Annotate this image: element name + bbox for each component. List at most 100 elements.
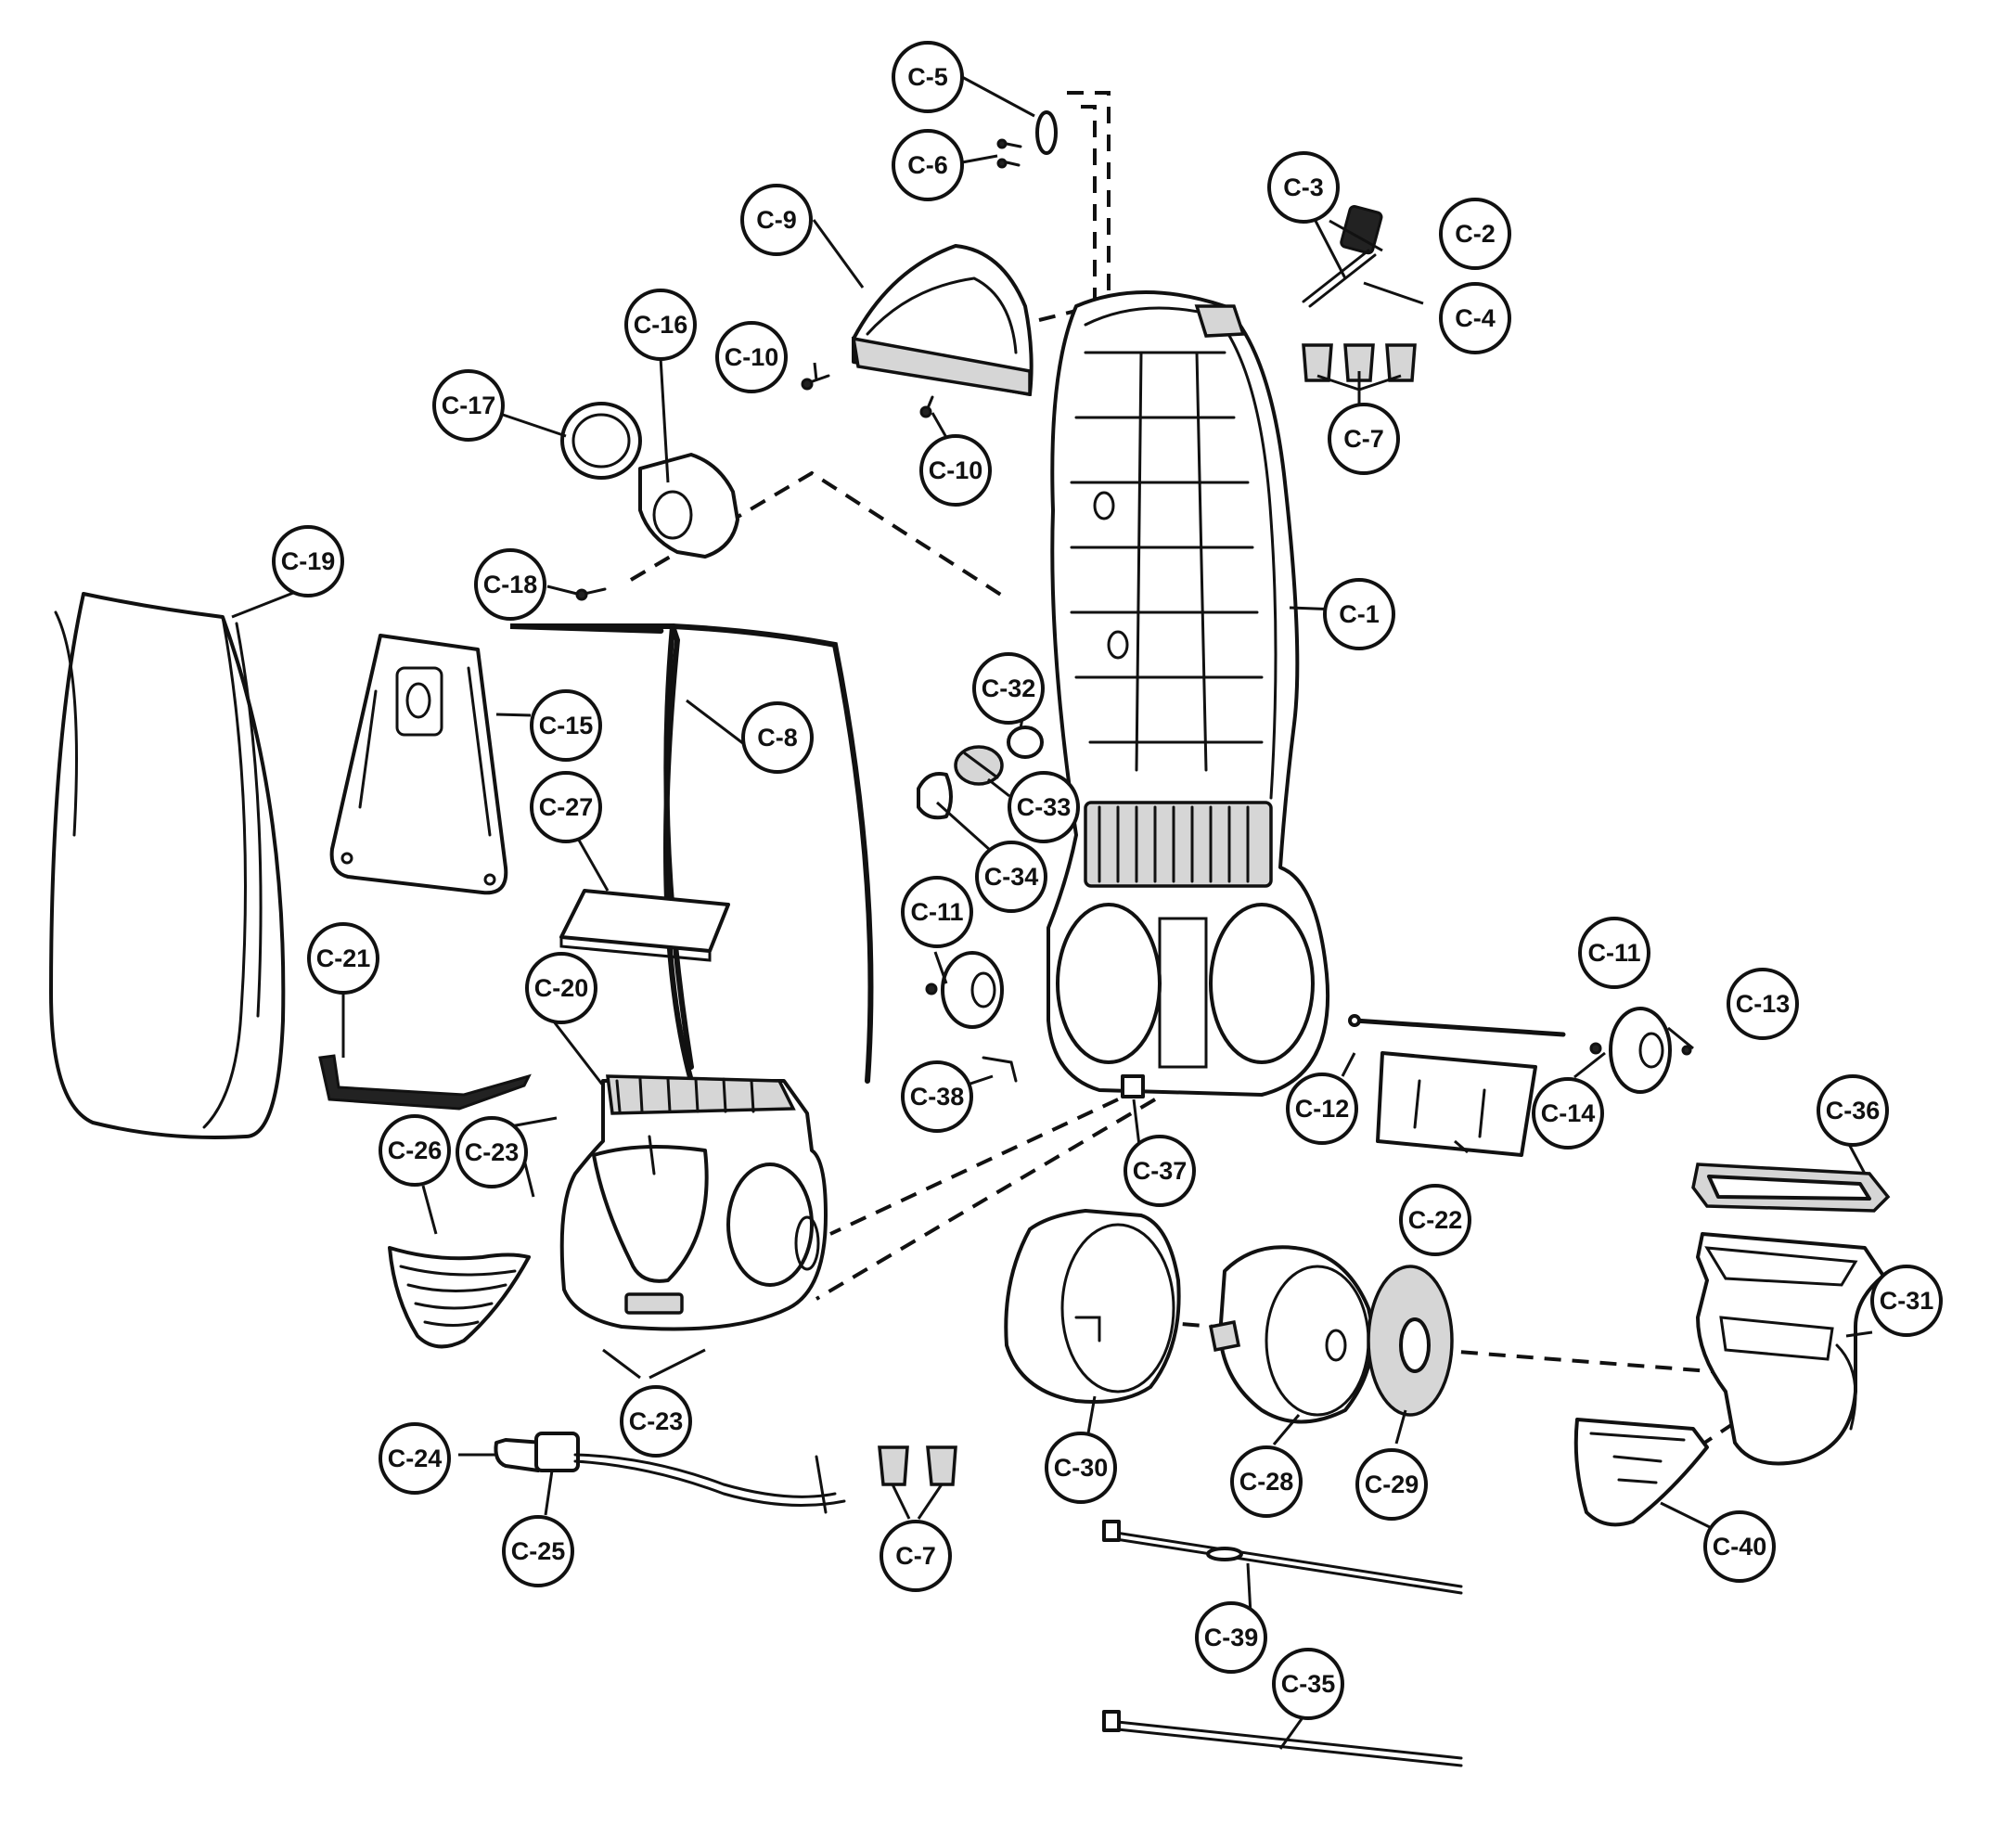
callout-label: C-20	[534, 974, 589, 1002]
callout-c20: C-20	[525, 952, 597, 1024]
motor-part	[1208, 1245, 1375, 1424]
callout-label: C-2	[1455, 220, 1496, 248]
callout-label: C-4	[1455, 304, 1496, 332]
callout-label: C-35	[1281, 1670, 1336, 1698]
agitator-fittings-part	[917, 726, 1044, 820]
main-body-part	[1047, 290, 1330, 1097]
exhaust-housing-part	[1696, 1232, 1885, 1466]
bag-cover-part	[49, 592, 286, 1139]
callout-c26: C-26	[379, 1114, 451, 1187]
handle-cover-part	[851, 244, 1034, 397]
callout-c21: C-21	[307, 922, 379, 995]
callout-c22: C-22	[1399, 1184, 1471, 1256]
callout-c38: C-38	[901, 1060, 973, 1133]
callout-c6: C-6	[892, 129, 964, 201]
cable-tie-long-part	[1102, 1520, 1463, 1595]
filter-pad-part	[559, 889, 730, 962]
callout-label: C-24	[388, 1445, 443, 1472]
callout-c31: C-31	[1870, 1265, 1943, 1337]
callout-label: C-11	[910, 898, 963, 926]
callout-label: C-7	[895, 1542, 936, 1570]
callout-label: C-30	[1054, 1454, 1109, 1482]
callout-c19: C-19	[272, 525, 344, 597]
callout-label: C-9	[756, 206, 797, 234]
callout-c30: C-30	[1045, 1432, 1117, 1504]
callout-c25: C-25	[502, 1515, 574, 1587]
callout-c7a: C-7	[1328, 403, 1400, 475]
callout-c11b: C-11	[1578, 917, 1650, 989]
callout-c34: C-34	[975, 841, 1047, 913]
callout-label: C-10	[725, 343, 779, 371]
clip-part	[982, 1056, 1018, 1083]
callout-label: C-37	[1133, 1157, 1188, 1185]
cable-tie-short-part	[1102, 1710, 1463, 1767]
callout-c40: C-40	[1703, 1510, 1776, 1583]
callout-label: C-33	[1017, 793, 1072, 821]
bag-collar-plate-part	[329, 634, 508, 895]
callout-c27: C-27	[530, 771, 602, 843]
callout-c35: C-35	[1272, 1648, 1344, 1720]
callout-label: C-38	[910, 1083, 965, 1111]
spacer-block-part	[1121, 1074, 1145, 1098]
screw-parts	[801, 374, 934, 418]
callout-label: C-36	[1826, 1097, 1881, 1124]
callout-label: C-29	[1365, 1471, 1419, 1498]
callout-c10a: C-10	[715, 321, 788, 393]
callout-c28: C-28	[1230, 1445, 1303, 1518]
callout-c15: C-15	[530, 689, 602, 762]
callout-label: C-15	[539, 712, 594, 739]
callout-label: C-27	[539, 793, 594, 821]
callout-c2: C-2	[1439, 198, 1511, 270]
callout-c37: C-37	[1124, 1135, 1196, 1207]
callout-label: C-8	[757, 724, 798, 751]
fastener-part	[996, 110, 1058, 169]
callout-c23a: C-23	[456, 1116, 528, 1188]
callout-c18: C-18	[474, 548, 546, 621]
lower-housing-part	[559, 1074, 828, 1331]
hose-connector-part	[560, 402, 739, 601]
callout-label: C-32	[982, 674, 1036, 702]
callout-label: C-14	[1541, 1099, 1596, 1127]
wire-nut-trio-part	[1302, 343, 1417, 382]
callout-label: C-22	[1408, 1206, 1463, 1234]
switch-part	[1302, 204, 1383, 308]
vent-grille-part	[388, 1246, 531, 1349]
callout-c4: C-4	[1439, 282, 1511, 354]
callout-c36: C-36	[1817, 1074, 1889, 1147]
callout-c29: C-29	[1355, 1448, 1428, 1521]
callout-c13: C-13	[1727, 968, 1799, 1040]
callout-label: C-19	[281, 547, 336, 575]
callout-label: C-11	[1587, 939, 1640, 967]
wire-nut-pair-part	[878, 1445, 957, 1486]
callout-c7b: C-7	[880, 1520, 952, 1592]
axle-rod-part	[1348, 1014, 1566, 1037]
callout-label: C-13	[1736, 990, 1791, 1018]
motor-gasket-part	[1367, 1265, 1454, 1417]
callout-c14: C-14	[1532, 1077, 1604, 1150]
callout-c12: C-12	[1286, 1073, 1358, 1145]
callout-label: C-12	[1295, 1095, 1350, 1123]
gasket-strip-part	[318, 1054, 532, 1111]
wheel-right-part	[1589, 1007, 1692, 1094]
callout-c8: C-8	[741, 701, 814, 774]
callout-label: C-7	[1343, 425, 1384, 453]
callout-c39: C-39	[1195, 1601, 1267, 1674]
callout-label: C-39	[1204, 1624, 1259, 1651]
callout-label: C-10	[929, 456, 983, 484]
base-plate-part	[1376, 1051, 1537, 1157]
callout-c1: C-1	[1323, 578, 1395, 650]
callout-label: C-26	[388, 1137, 443, 1164]
callout-label: C-28	[1239, 1468, 1294, 1496]
motor-shroud-part	[1004, 1209, 1181, 1404]
callout-label: C-34	[984, 863, 1039, 891]
callout-label: C-1	[1339, 600, 1380, 628]
callout-c3: C-3	[1267, 151, 1340, 224]
wheel-left-part	[925, 951, 1004, 1029]
bag-frame-wire-part	[509, 623, 874, 1084]
callout-c5: C-5	[892, 41, 964, 113]
exhaust-cover-part	[1573, 1418, 1709, 1527]
callout-label: C-23	[629, 1407, 684, 1435]
callout-label: C-18	[483, 571, 538, 598]
callout-c10b: C-10	[919, 434, 992, 507]
